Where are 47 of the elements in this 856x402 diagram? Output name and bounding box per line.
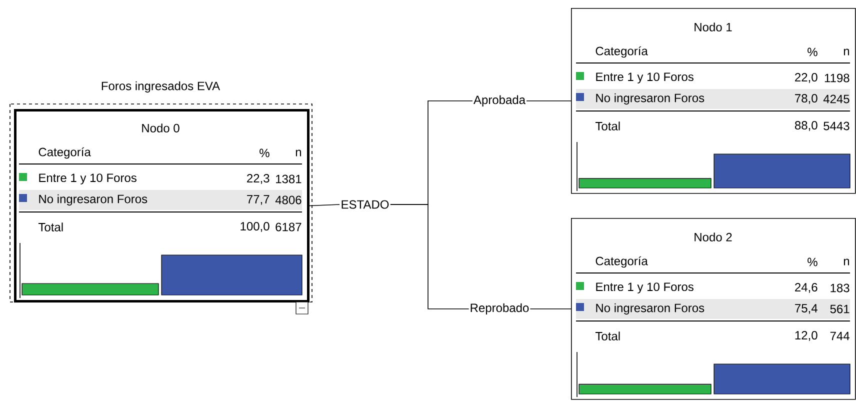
- column-header: n: [844, 258, 850, 266]
- percent-value: 100,0: [240, 222, 270, 232]
- column-header: %: [808, 48, 818, 56]
- percent-value: 24,6: [795, 283, 818, 293]
- count-value: 744: [830, 332, 850, 340]
- edge-label: Aprobada: [474, 95, 526, 106]
- category-label: Total: [595, 122, 620, 130]
- percent-value: 88,0: [794, 121, 818, 131]
- count-value: 183: [830, 284, 850, 292]
- node-box: [571, 218, 856, 400]
- category-label: Entre 1 y 10 Foros: [39, 174, 136, 184]
- percent-value: 12,0: [795, 331, 818, 341]
- count-value: 1198: [824, 74, 850, 82]
- count-value: 561: [830, 304, 850, 314]
- category-label: Total: [38, 222, 63, 232]
- node-title: Nodo 1: [694, 22, 732, 32]
- category-label: Entre 1 y 10 Foros: [596, 72, 694, 84]
- category-label: No ingresaron Foros: [596, 93, 704, 105]
- node-title: Nodo 2: [694, 232, 732, 242]
- category-label: No ingresaron Foros: [39, 194, 148, 206]
- column-header: n: [296, 150, 302, 156]
- category-label: Entre 1 y 10 Foros: [596, 282, 694, 294]
- count-value: 1381: [276, 174, 302, 184]
- column-header: %: [260, 148, 270, 158]
- column-header: n: [844, 48, 850, 56]
- node-box: [10, 81, 312, 302]
- percent-value: 22,0: [795, 73, 818, 83]
- count-value: 5443: [824, 122, 850, 130]
- tree-branch: [309, 204, 340, 206]
- node-box: [571, 8, 856, 194]
- column-header: Categoría: [596, 256, 648, 268]
- column-header: Categoría: [38, 147, 91, 159]
- split-variable: ESTADO: [342, 200, 389, 209]
- percent-value: 77,7: [247, 195, 270, 205]
- column-header: %: [808, 258, 818, 266]
- count-value: 4245: [823, 94, 850, 104]
- category-label: Total: [595, 332, 620, 340]
- percent-value: 75,4: [795, 304, 818, 314]
- edge-label: Reprobado: [470, 303, 529, 314]
- category-label: No ingresaron Foros: [596, 303, 704, 315]
- percent-value: 78,0: [795, 94, 818, 104]
- count-value: 6187: [276, 222, 302, 232]
- chart-heading: Foros ingresados EVA: [102, 81, 220, 93]
- count-value: 4806: [275, 196, 302, 204]
- column-header: Categoría: [596, 46, 648, 58]
- percent-value: 22,3: [247, 174, 270, 184]
- node-title: Nodo 0: [142, 124, 180, 132]
